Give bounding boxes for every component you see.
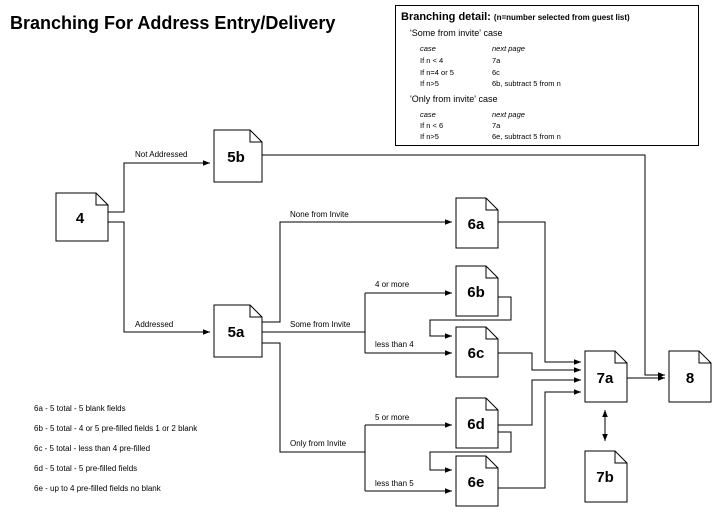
branching-detail-subtitle: (n=number selected from guest list) (493, 13, 630, 22)
label-not-addressed: Not Addressed (135, 150, 187, 159)
row-next-page: 7a (492, 56, 501, 65)
edge-5a-only (262, 342, 365, 453)
edge-6d-to-7a (498, 377, 581, 426)
row-case: If n < 4 (420, 56, 444, 65)
column-header-case: case (420, 44, 436, 53)
row-next-page: 6c (492, 68, 500, 77)
node-6a: 6a (455, 197, 499, 249)
row-next-page: 7a (492, 121, 501, 130)
branching-detail-title-text: Branching detail: (401, 11, 491, 23)
label-only-from-invite: Only from Invite (290, 439, 347, 448)
label-less-than-4: less than 4 (375, 340, 414, 349)
row-next-page: 6e, subtract 5 from n (492, 132, 561, 141)
page-title: Branching For Address Entry/Delivery (10, 13, 336, 33)
node-6a-label: 6a (468, 216, 485, 233)
node-8-label: 8 (686, 370, 694, 387)
label-some-from-invite: Some from Invite (290, 320, 351, 329)
edge-6e-to-7a (498, 389, 581, 489)
node-7b: 7b (584, 450, 628, 503)
edge-4-to-5a (108, 221, 210, 335)
column-header-case: case (420, 110, 436, 119)
section-heading: 'Only from invite' case (410, 94, 498, 104)
section-heading: 'Some from invite' case (410, 28, 503, 38)
column-header-next-page: next page (492, 44, 525, 53)
connectors (108, 154, 665, 494)
node-7a-label: 7a (597, 370, 614, 387)
node-5a: 5a (213, 304, 263, 358)
node-5a-label: 5a (228, 324, 245, 341)
node-8: 8 (668, 350, 712, 403)
legend-item: 6b - 5 total - 4 or 5 pre-filled fields … (34, 424, 198, 433)
label-addressed: Addressed (135, 320, 173, 329)
column-header-next-page: next page (492, 110, 525, 119)
edge-6c-to-7a (498, 352, 581, 373)
node-6e: 6e (455, 455, 499, 507)
label-4-or-more: 4 or more (375, 280, 410, 289)
legend-item: 6e - up to 4 pre-filled fields no blank (34, 484, 161, 493)
edge-5b-to-8 (262, 154, 665, 378)
branching-detail-title: Branching detail: (n=number selected fro… (401, 11, 630, 23)
node-6d-label: 6d (467, 416, 485, 433)
node-7b-label: 7b (596, 469, 614, 486)
node-6d: 6d (455, 397, 499, 449)
edge-6b-loop (429, 296, 512, 339)
edge-5a-to-6a (262, 219, 452, 323)
legend-item: 6c - 5 total - less than 4 pre-filled (34, 444, 151, 453)
row-case: If n=4 or 5 (420, 68, 454, 77)
label-less-than-5: less than 5 (375, 479, 414, 488)
node-6b: 6b (455, 265, 499, 317)
edge-6d-loop (429, 431, 512, 473)
node-6c: 6c (455, 326, 499, 378)
node-6c-label: 6c (468, 345, 485, 362)
node-6b-label: 6b (467, 284, 485, 301)
edge-4-to-5b (108, 160, 210, 213)
node-6e-label: 6e (468, 474, 485, 491)
row-case: If n>5 (420, 79, 439, 88)
row-next-page: 6b, subtract 5 from n (492, 79, 561, 88)
node-5b-label: 5b (227, 149, 245, 166)
label-none-from-invite: None from Invite (290, 210, 349, 219)
node-7a: 7a (584, 350, 628, 403)
legend-item: 6d - 5 total - 5 pre-filled fields (34, 464, 138, 473)
row-case: If n>5 (420, 132, 439, 141)
row-case: If n < 6 (420, 121, 444, 130)
node-4-label: 4 (76, 210, 85, 227)
node-5b: 5b (213, 129, 263, 183)
branching-detail-box: Branching detail: (n=number selected fro… (395, 5, 699, 146)
legend-item: 6a - 5 total - 5 blank fields (34, 404, 126, 413)
label-5-or-more: 5 or more (375, 413, 410, 422)
edge-6a-to-7a (498, 221, 581, 365)
node-4: 4 (55, 192, 109, 242)
